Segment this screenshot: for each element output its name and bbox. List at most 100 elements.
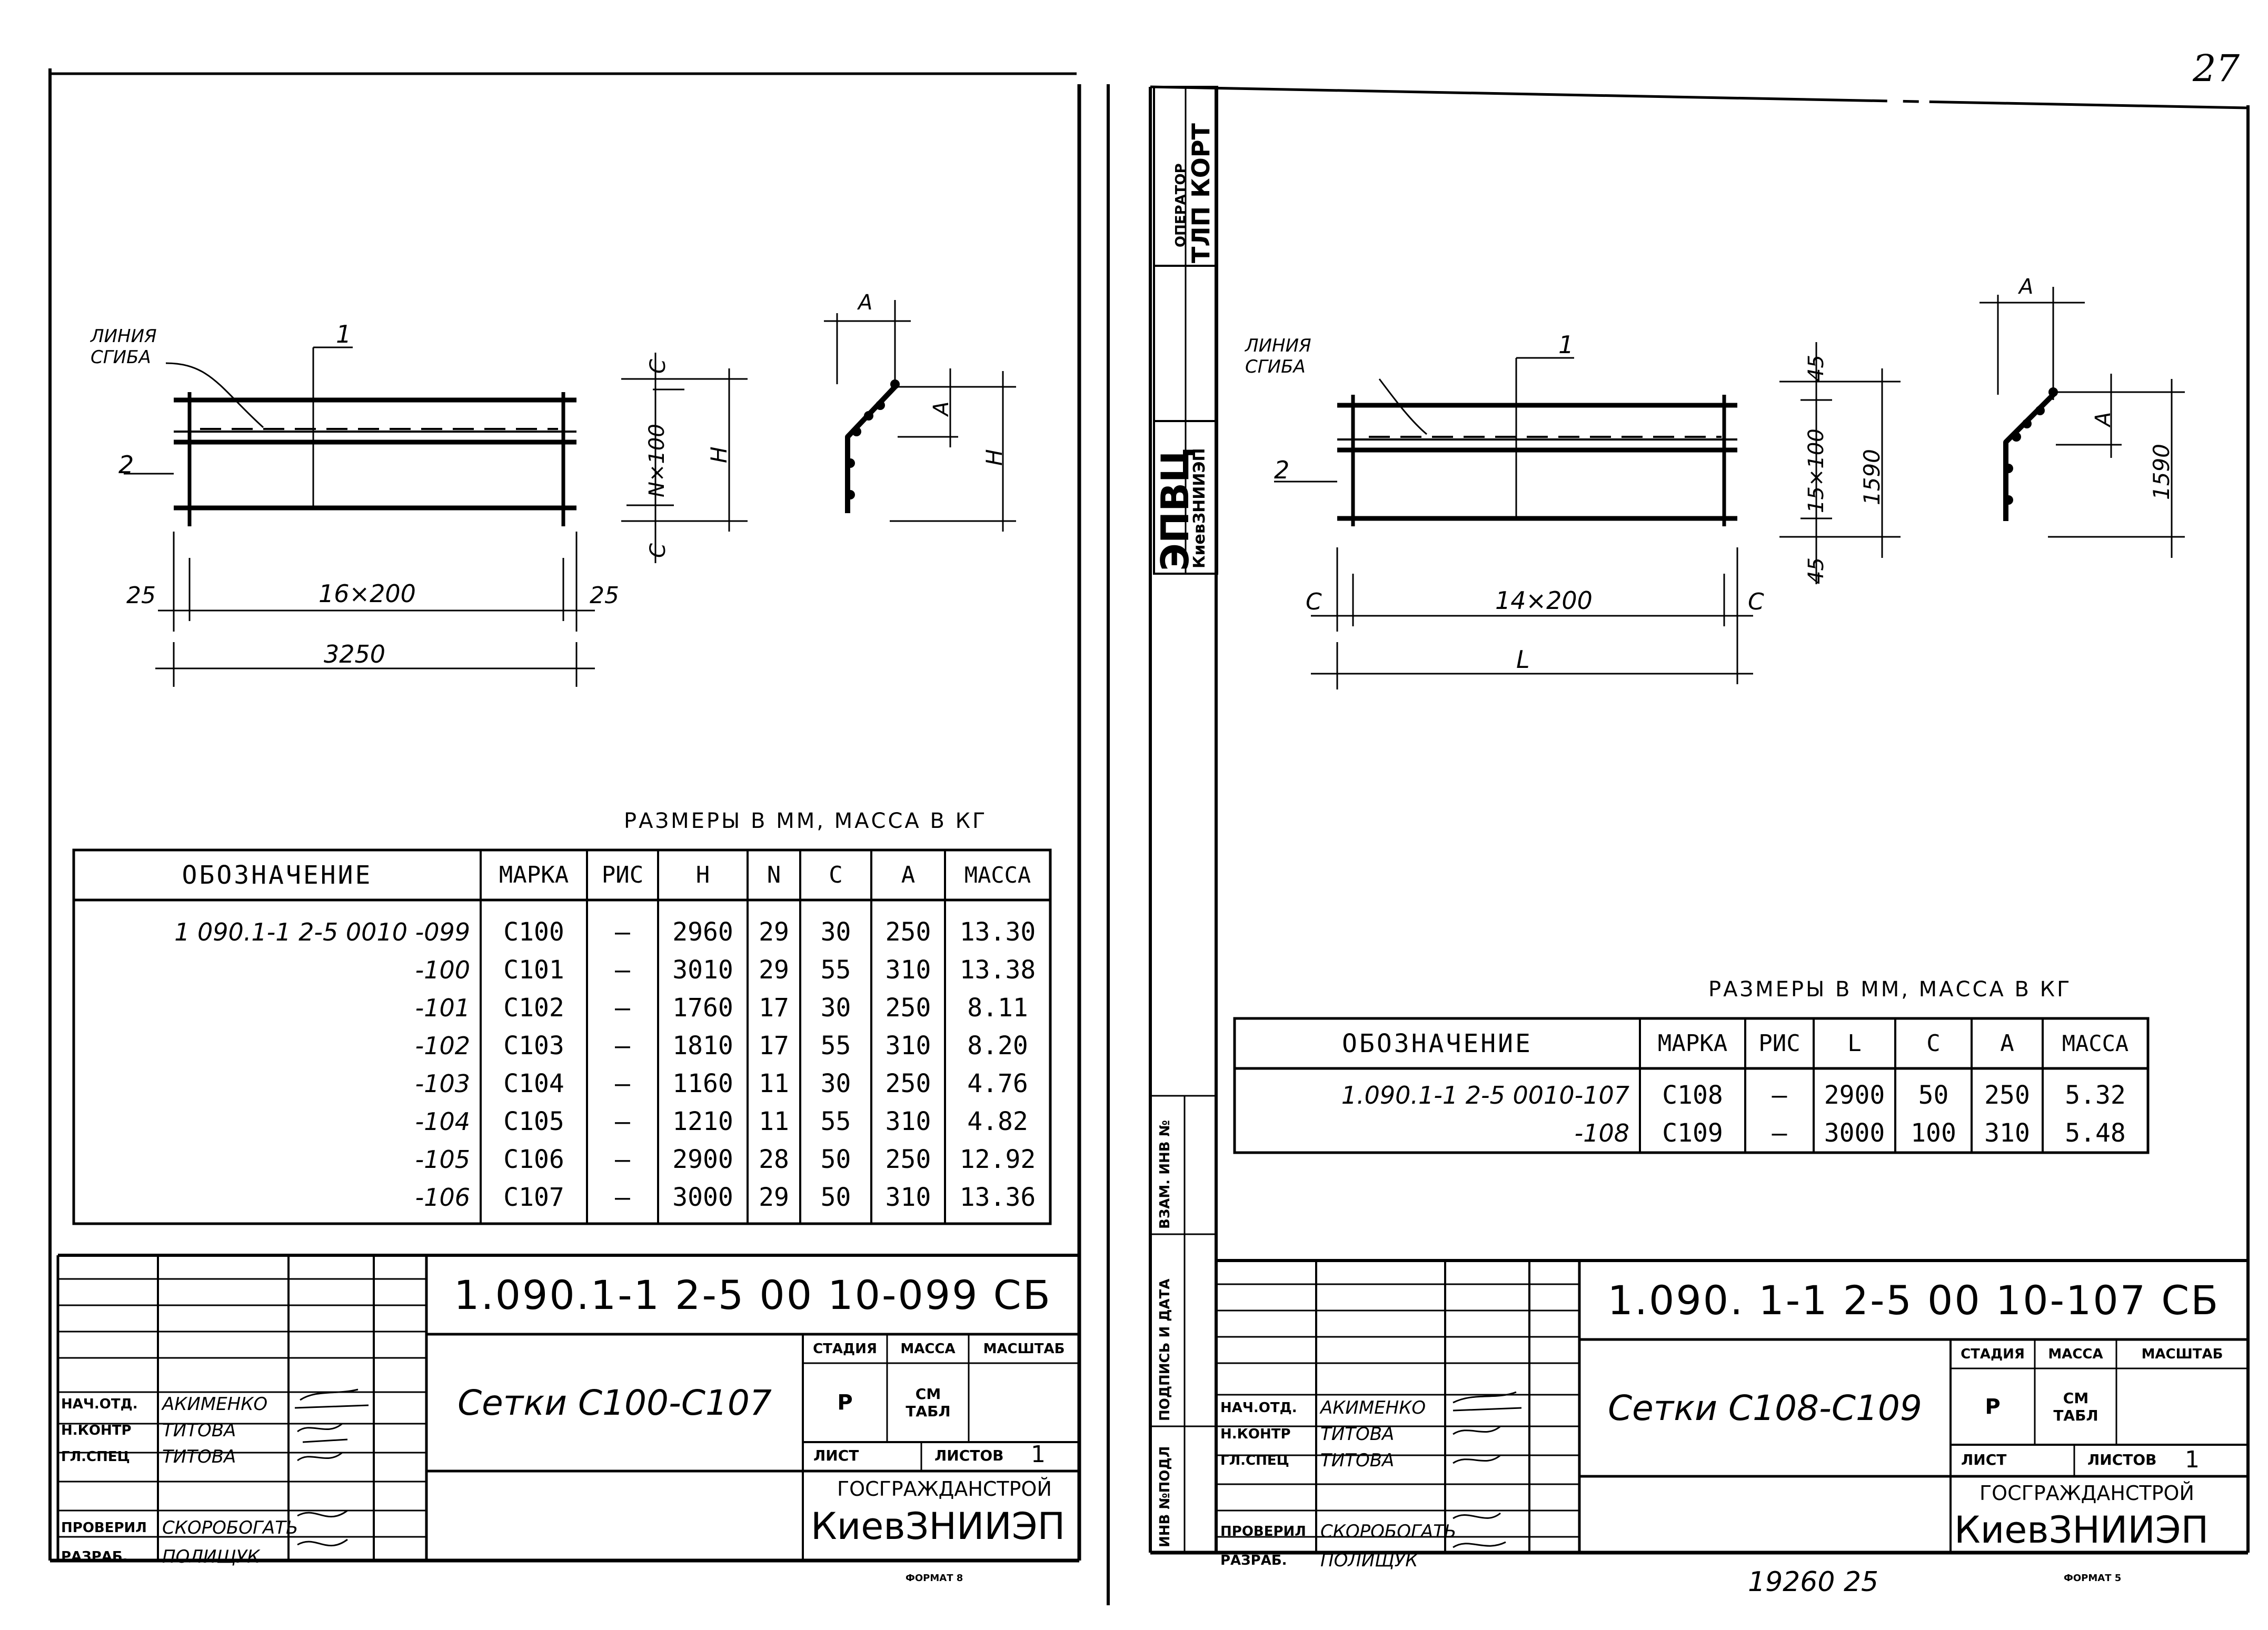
right-cell-r0-c4: 50 <box>1918 1081 1949 1110</box>
right-dim-total: L <box>1516 645 1530 674</box>
right-role-label: НАЧ.ОТД. <box>1220 1400 1297 1416</box>
left-cell-r5-c2: — <box>615 1107 630 1136</box>
left-cell-r7-c0: -106 <box>415 1183 470 1212</box>
left-cell-r3-c5: 55 <box>820 1031 851 1061</box>
stamp-org-sub: КиевЗНИИЭП <box>1190 448 1209 568</box>
side-label-sign-date: ПОДПИСЬ И ДАТА <box>1157 1278 1173 1421</box>
left-th-n: N <box>767 862 781 888</box>
left-cell-r6-c3: 2900 <box>672 1145 733 1174</box>
right-doc-name: Сетки С108-С109 <box>1608 1387 1922 1428</box>
right-bend-line-label-2: СГИБА <box>1245 356 1306 377</box>
left-cell-r0-c3: 2960 <box>672 917 733 947</box>
left-cell-r5-c7: 4.82 <box>967 1107 1028 1136</box>
left-cell-r7-c2: — <box>615 1183 630 1212</box>
left-cell-r3-c1: С103 <box>503 1031 564 1061</box>
left-th-mark: МАРКА <box>499 862 569 888</box>
right-role-person: АКИМЕНКО <box>1320 1397 1426 1418</box>
page-number: 27 <box>2193 47 2240 90</box>
right-org2: КиевЗНИИЭП <box>1954 1508 2209 1552</box>
left-cell-r2-c5: 30 <box>820 993 851 1023</box>
right-sheets-count: 1 <box>2185 1446 2200 1473</box>
left-cell-r2-c2: — <box>615 993 630 1023</box>
left-cell-r5-c1: С105 <box>503 1107 564 1136</box>
left-cell-r2-c7: 8.11 <box>967 993 1028 1023</box>
left-cell-r7-c3: 3000 <box>672 1183 733 1212</box>
right-cell-r0-c0: 1.090.1-1 2-5 0010-107 <box>1341 1081 1629 1109</box>
right-sheets-header: ЛИСТОВ <box>2087 1451 2157 1468</box>
stamp-operator-value: ТЛП КОРТ <box>1187 123 1215 263</box>
right-th-c: С <box>1926 1030 1941 1057</box>
right-cell-r1-c3: 3000 <box>1824 1118 1885 1148</box>
right-dim-left: С <box>1306 588 1322 615</box>
left-cell-r0-c0: 1 090.1-1 2-5 0010 -099 <box>174 918 470 946</box>
left-pos-1: 1 <box>336 320 352 348</box>
right-role-person: ПОЛИЩУК <box>1320 1550 1418 1571</box>
left-cell-r3-c0: -102 <box>415 1032 470 1060</box>
left-role-person: СКОРОБОГАТЬ <box>162 1517 299 1538</box>
left-stage: Р <box>837 1391 853 1415</box>
left-th-designation: ОБОЗНАЧЕНИЕ <box>182 860 373 890</box>
left-sheets-header: ЛИСТОВ <box>934 1447 1004 1464</box>
left-cell-r4-c6: 250 <box>885 1069 931 1098</box>
left-stage-header: СТАДИЯ <box>813 1341 877 1357</box>
left-cell-r5-c6: 310 <box>885 1107 931 1136</box>
left-cell-r3-c7: 8.20 <box>967 1031 1028 1061</box>
left-th-fig: РИС <box>601 862 644 888</box>
left-cell-r3-c2: — <box>615 1031 630 1061</box>
left-cell-r6-c4: 28 <box>759 1145 789 1174</box>
left-cell-r1-c7: 13.38 <box>959 955 1036 985</box>
left-cell-r1-c1: С101 <box>503 955 564 985</box>
left-cell-r6-c5: 50 <box>820 1145 851 1174</box>
left-cell-r4-c1: С104 <box>503 1069 564 1098</box>
left-dim-c-top: С <box>646 359 670 374</box>
signatures <box>294 1388 1522 1548</box>
left-cell-r1-c6: 310 <box>885 955 931 985</box>
left-pos-2: 2 <box>118 451 134 479</box>
right-th-mark: МАРКА <box>1657 1030 1728 1057</box>
left-sheets-count: 1 <box>1031 1441 1046 1468</box>
right-stage: Р <box>1985 1394 2001 1419</box>
right-th-fig: РИС <box>1758 1030 1801 1057</box>
left-mesh-drawing <box>124 300 1016 687</box>
right-th-designation: ОБОЗНАЧЕНИЕ <box>1342 1028 1533 1058</box>
left-cell-r5-c3: 1210 <box>672 1107 733 1136</box>
left-cell-r1-c5: 55 <box>820 955 851 985</box>
left-cell-r7-c7: 13.36 <box>959 1183 1036 1212</box>
left-role-person: ТИТОВА <box>162 1446 236 1467</box>
left-th-c: С <box>829 862 843 888</box>
left-mass-header: МАССА <box>900 1341 956 1357</box>
left-cell-r4-c5: 30 <box>820 1069 851 1098</box>
stamp-operator-label: ОПЕРАТОР <box>1173 163 1189 247</box>
right-th-mass: МАССА <box>2062 1031 2129 1056</box>
right-cell-r0-c3: 2900 <box>1824 1081 1885 1110</box>
right-cell-r1-c4: 100 <box>1911 1118 1956 1148</box>
right-cell-r0-c5: 250 <box>1984 1081 2030 1110</box>
left-cell-r6-c2: — <box>615 1145 630 1174</box>
right-cell-r0-c2: — <box>1772 1081 1787 1110</box>
left-dim-left: 25 <box>126 582 156 609</box>
right-bend-line-label-1: ЛИНИЯ <box>1245 335 1311 356</box>
left-dim-mid: 16×200 <box>319 579 416 608</box>
left-role-person: ПОЛИЩУК <box>162 1546 260 1567</box>
right-role-person: СКОРОБОГАТЬ <box>1320 1521 1457 1542</box>
right-role-label: РАЗРАБ. <box>1220 1553 1287 1568</box>
left-cell-r0-c5: 30 <box>820 917 851 947</box>
left-cell-r0-c4: 29 <box>759 917 789 947</box>
right-format: ФОРМАТ 5 <box>2064 1573 2122 1584</box>
right-mesh-drawing <box>1274 287 2185 689</box>
left-cell-r5-c5: 55 <box>820 1107 851 1136</box>
right-role-label: ГЛ.СПЕЦ <box>1220 1453 1289 1468</box>
left-cell-r2-c6: 250 <box>885 993 931 1023</box>
left-cell-r5-c0: -104 <box>415 1107 470 1136</box>
left-cell-r7-c1: С107 <box>503 1183 564 1212</box>
left-role-person: АКИМЕНКО <box>162 1394 268 1415</box>
right-doc-code: 1.090. 1-1 2-5 00 10-107 СБ <box>1607 1276 2220 1324</box>
right-role-person: ТИТОВА <box>1320 1450 1395 1471</box>
side-label-inv: ВЗАМ. ИНВ № <box>1157 1120 1173 1229</box>
left-doc-name: Сетки С100-С107 <box>457 1382 772 1423</box>
left-cell-r0-c1: С100 <box>503 917 564 947</box>
left-dim-h-side: Н <box>981 449 1007 466</box>
left-cell-r6-c1: С106 <box>503 1145 564 1174</box>
right-dim-a-side: А <box>2091 412 2115 426</box>
